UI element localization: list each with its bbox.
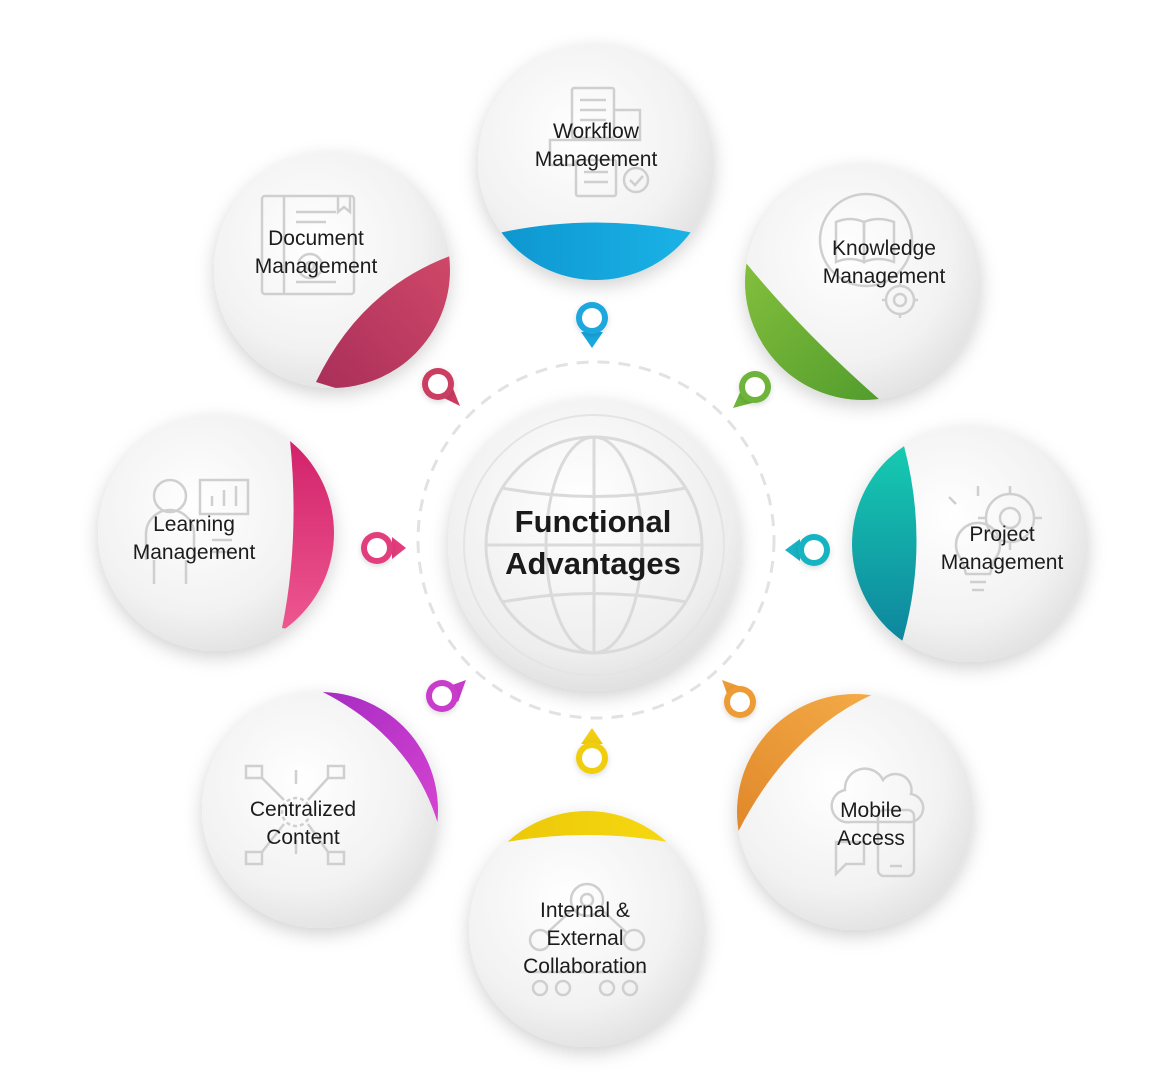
- node-internal-external-collaboration[interactable]: [468, 790, 706, 1047]
- node-learning-management[interactable]: [98, 415, 360, 651]
- workflow-accent-band: [478, 222, 714, 280]
- center-title-line2: Advantages: [505, 546, 681, 581]
- node-workflow-management[interactable]: [470, 44, 722, 300]
- pin-learning: [361, 532, 406, 564]
- collaboration-accent-band: [469, 811, 705, 850]
- knowledge-accent-band: [745, 250, 880, 400]
- orbit-ring: [416, 360, 776, 720]
- workflow-documents-icon: [548, 86, 650, 198]
- center-hub: [448, 399, 740, 691]
- pin-centralized: [426, 680, 466, 712]
- pin-mobile: [722, 680, 756, 718]
- pin-collaboration: [576, 728, 608, 774]
- learning-accent-band: [282, 430, 334, 640]
- node-project-management[interactable]: [840, 426, 1088, 662]
- presentation-icon: [144, 478, 250, 584]
- pin-project: [785, 534, 830, 566]
- center-title: Functional Advantages: [505, 501, 681, 585]
- center-title-line1: Functional: [514, 504, 672, 539]
- node-knowledge-management[interactable]: [700, 164, 981, 420]
- node-centralized-content[interactable]: [202, 660, 460, 928]
- pin-knowledge: [733, 371, 771, 408]
- project-accent-band: [852, 430, 917, 660]
- book-gear-icon: [818, 192, 918, 318]
- mobile-cloud-icon: [830, 767, 925, 878]
- document-icon: [260, 194, 356, 296]
- globe-icon: [484, 435, 704, 655]
- pin-document: [422, 368, 460, 406]
- gear-bulb-icon: [948, 486, 1042, 592]
- network-people-icon: [528, 882, 646, 997]
- pin-workflow: [576, 302, 608, 348]
- network-nodes-icon: [244, 764, 346, 866]
